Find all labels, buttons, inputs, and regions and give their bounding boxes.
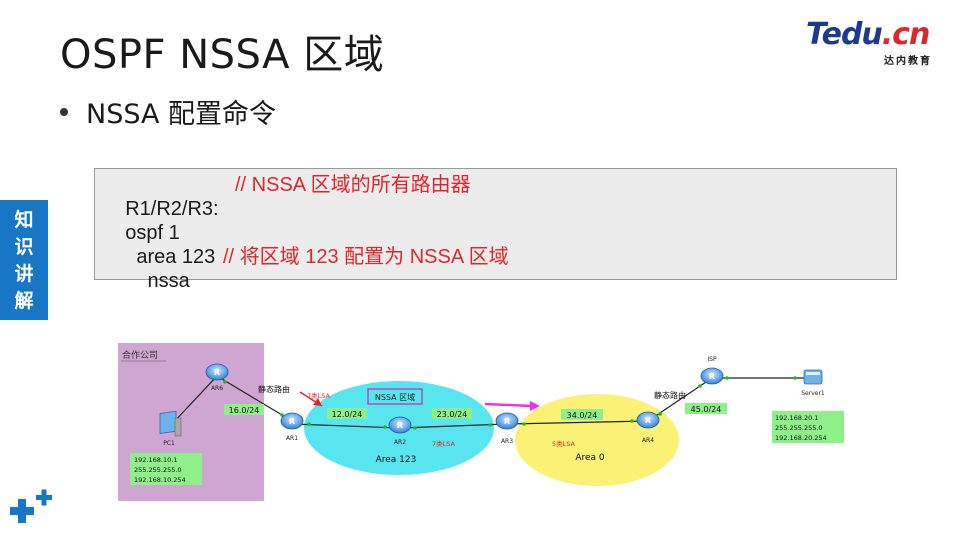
- pc-icon: [159, 410, 182, 437]
- pc1-gateway: 192.168.10.254: [134, 476, 186, 484]
- lsa-type5-label: 5类LSA: [552, 439, 576, 448]
- nssa-label: NSSA 区域: [375, 392, 415, 402]
- area-123-label: Area 123: [376, 455, 417, 465]
- bullet-dot-icon: [60, 107, 68, 116]
- network-badge: [224, 404, 264, 415]
- router-icon: R: [280, 412, 304, 430]
- server1-info-box: [772, 411, 844, 443]
- link-ar4-isp: [647, 377, 713, 422]
- router-icon: R: [495, 412, 519, 430]
- side-tag-char: 解: [14, 290, 34, 312]
- plus-decor-icon: [10, 489, 52, 523]
- network-23-label: 23.0/24: [437, 410, 468, 419]
- code-line: area 123: [103, 221, 896, 268]
- arrow-lsa-type7-icon: [299, 391, 323, 407]
- static-route-right-label: 静态路由: [654, 390, 686, 400]
- partner-label: 合作公司: [122, 349, 158, 361]
- network-badge: [561, 409, 603, 420]
- code-comment: // 将区域 123 配置为 NSSA 区域: [223, 246, 509, 268]
- link-ar6-pc1: [171, 375, 218, 425]
- tedu-logo: Tedu.cn 达内教育: [806, 20, 936, 68]
- side-section-tag: 知 识 讲 解: [0, 200, 48, 320]
- link-ar2-ar3: [399, 423, 508, 429]
- server1-gateway: 192.168.20.254: [775, 434, 827, 442]
- svg-text:R: R: [289, 417, 295, 426]
- router-icon: R: [636, 411, 660, 429]
- server1-ip: 192.168.20.1: [775, 414, 818, 422]
- server1-label: Server1: [801, 390, 825, 397]
- side-tag-char: 讲: [14, 263, 34, 285]
- server-icon: [803, 369, 823, 385]
- network-badge: [685, 403, 727, 414]
- pc1-ip: 192.168.10.1: [134, 456, 177, 464]
- code-line: ospf 1: [103, 197, 896, 244]
- ar2-label: AR2: [394, 439, 406, 446]
- ar6-label: AR6: [211, 385, 223, 392]
- bullet-item: NSSA 配置命令: [60, 92, 276, 131]
- router-icon: R: [205, 363, 229, 381]
- code-line: nssa // 将区域 123 配置为 NSSA 区域: [103, 245, 896, 292]
- area-0-zone: [515, 394, 679, 486]
- config-code-box: R1/R2/R3: // NSSA 区域的所有路由器 ospf 1 area 1…: [94, 168, 897, 292]
- svg-text:R: R: [504, 417, 510, 426]
- pc1-mask: 255.255.255.0: [134, 466, 182, 474]
- side-tag-char: 知: [14, 209, 34, 231]
- router-icon: R: [700, 367, 724, 385]
- network-34-label: 34.0/24: [567, 411, 598, 420]
- link-ar1-ar2: [291, 423, 401, 429]
- svg-text:R: R: [709, 372, 715, 381]
- side-tag-char: 识: [14, 236, 34, 258]
- pc1-info-box: [130, 453, 202, 485]
- logo-main-text: Tedu: [806, 17, 883, 52]
- code-comment: // NSSA 区域的所有路由器: [235, 174, 471, 196]
- arrow-lsa-type5-icon: [484, 401, 540, 411]
- bullet-text: NSSA 配置命令: [86, 99, 277, 130]
- code-line: R1/R2/R3: // NSSA 区域的所有路由器: [103, 173, 896, 220]
- static-route-left-label: 静态路由: [258, 384, 290, 394]
- network-badge: [327, 408, 367, 419]
- code-text: R1/R2/R3:: [125, 198, 219, 220]
- pc1-label: PC1: [163, 440, 175, 447]
- link-ar6-ar1: [216, 375, 293, 422]
- lsa-type7-label-a: 7类LSA: [307, 391, 331, 400]
- network-45-label: 45.0/24: [691, 405, 722, 414]
- code-text: ospf 1: [125, 222, 180, 244]
- router-icon: R: [388, 416, 412, 434]
- area-0-label: Area 0: [575, 453, 605, 463]
- network-12-label: 12.0/24: [332, 410, 363, 419]
- logo-wordmark: Tedu.cn: [806, 20, 936, 50]
- link-ar3-ar4: [506, 420, 649, 425]
- svg-text:R: R: [645, 416, 651, 425]
- link-endpoints: [223, 376, 797, 430]
- partner-company-area: [118, 343, 264, 501]
- ar4-label: AR4: [642, 437, 654, 444]
- logo-domain-text: .cn: [881, 17, 931, 52]
- code-text: nssa: [125, 270, 190, 292]
- network-badge: [432, 408, 472, 419]
- server1-mask: 255.255.255.0: [775, 424, 823, 432]
- logo-subtitle: 达内教育: [884, 56, 932, 67]
- network-16-label: 16.0/24: [229, 406, 260, 415]
- isp-label: ISP: [707, 356, 717, 363]
- code-text: area 123: [125, 246, 216, 268]
- ar3-label: AR3: [501, 438, 513, 445]
- nssa-label-box: [367, 388, 423, 405]
- area-123-zone: [304, 381, 494, 475]
- slide-title: OSPF NSSA 区域: [60, 32, 385, 78]
- lsa-type7-label-b: 7类LSA: [432, 439, 456, 448]
- svg-text:R: R: [214, 368, 220, 377]
- svg-text:R: R: [397, 421, 403, 430]
- ar1-label: AR1: [286, 435, 298, 442]
